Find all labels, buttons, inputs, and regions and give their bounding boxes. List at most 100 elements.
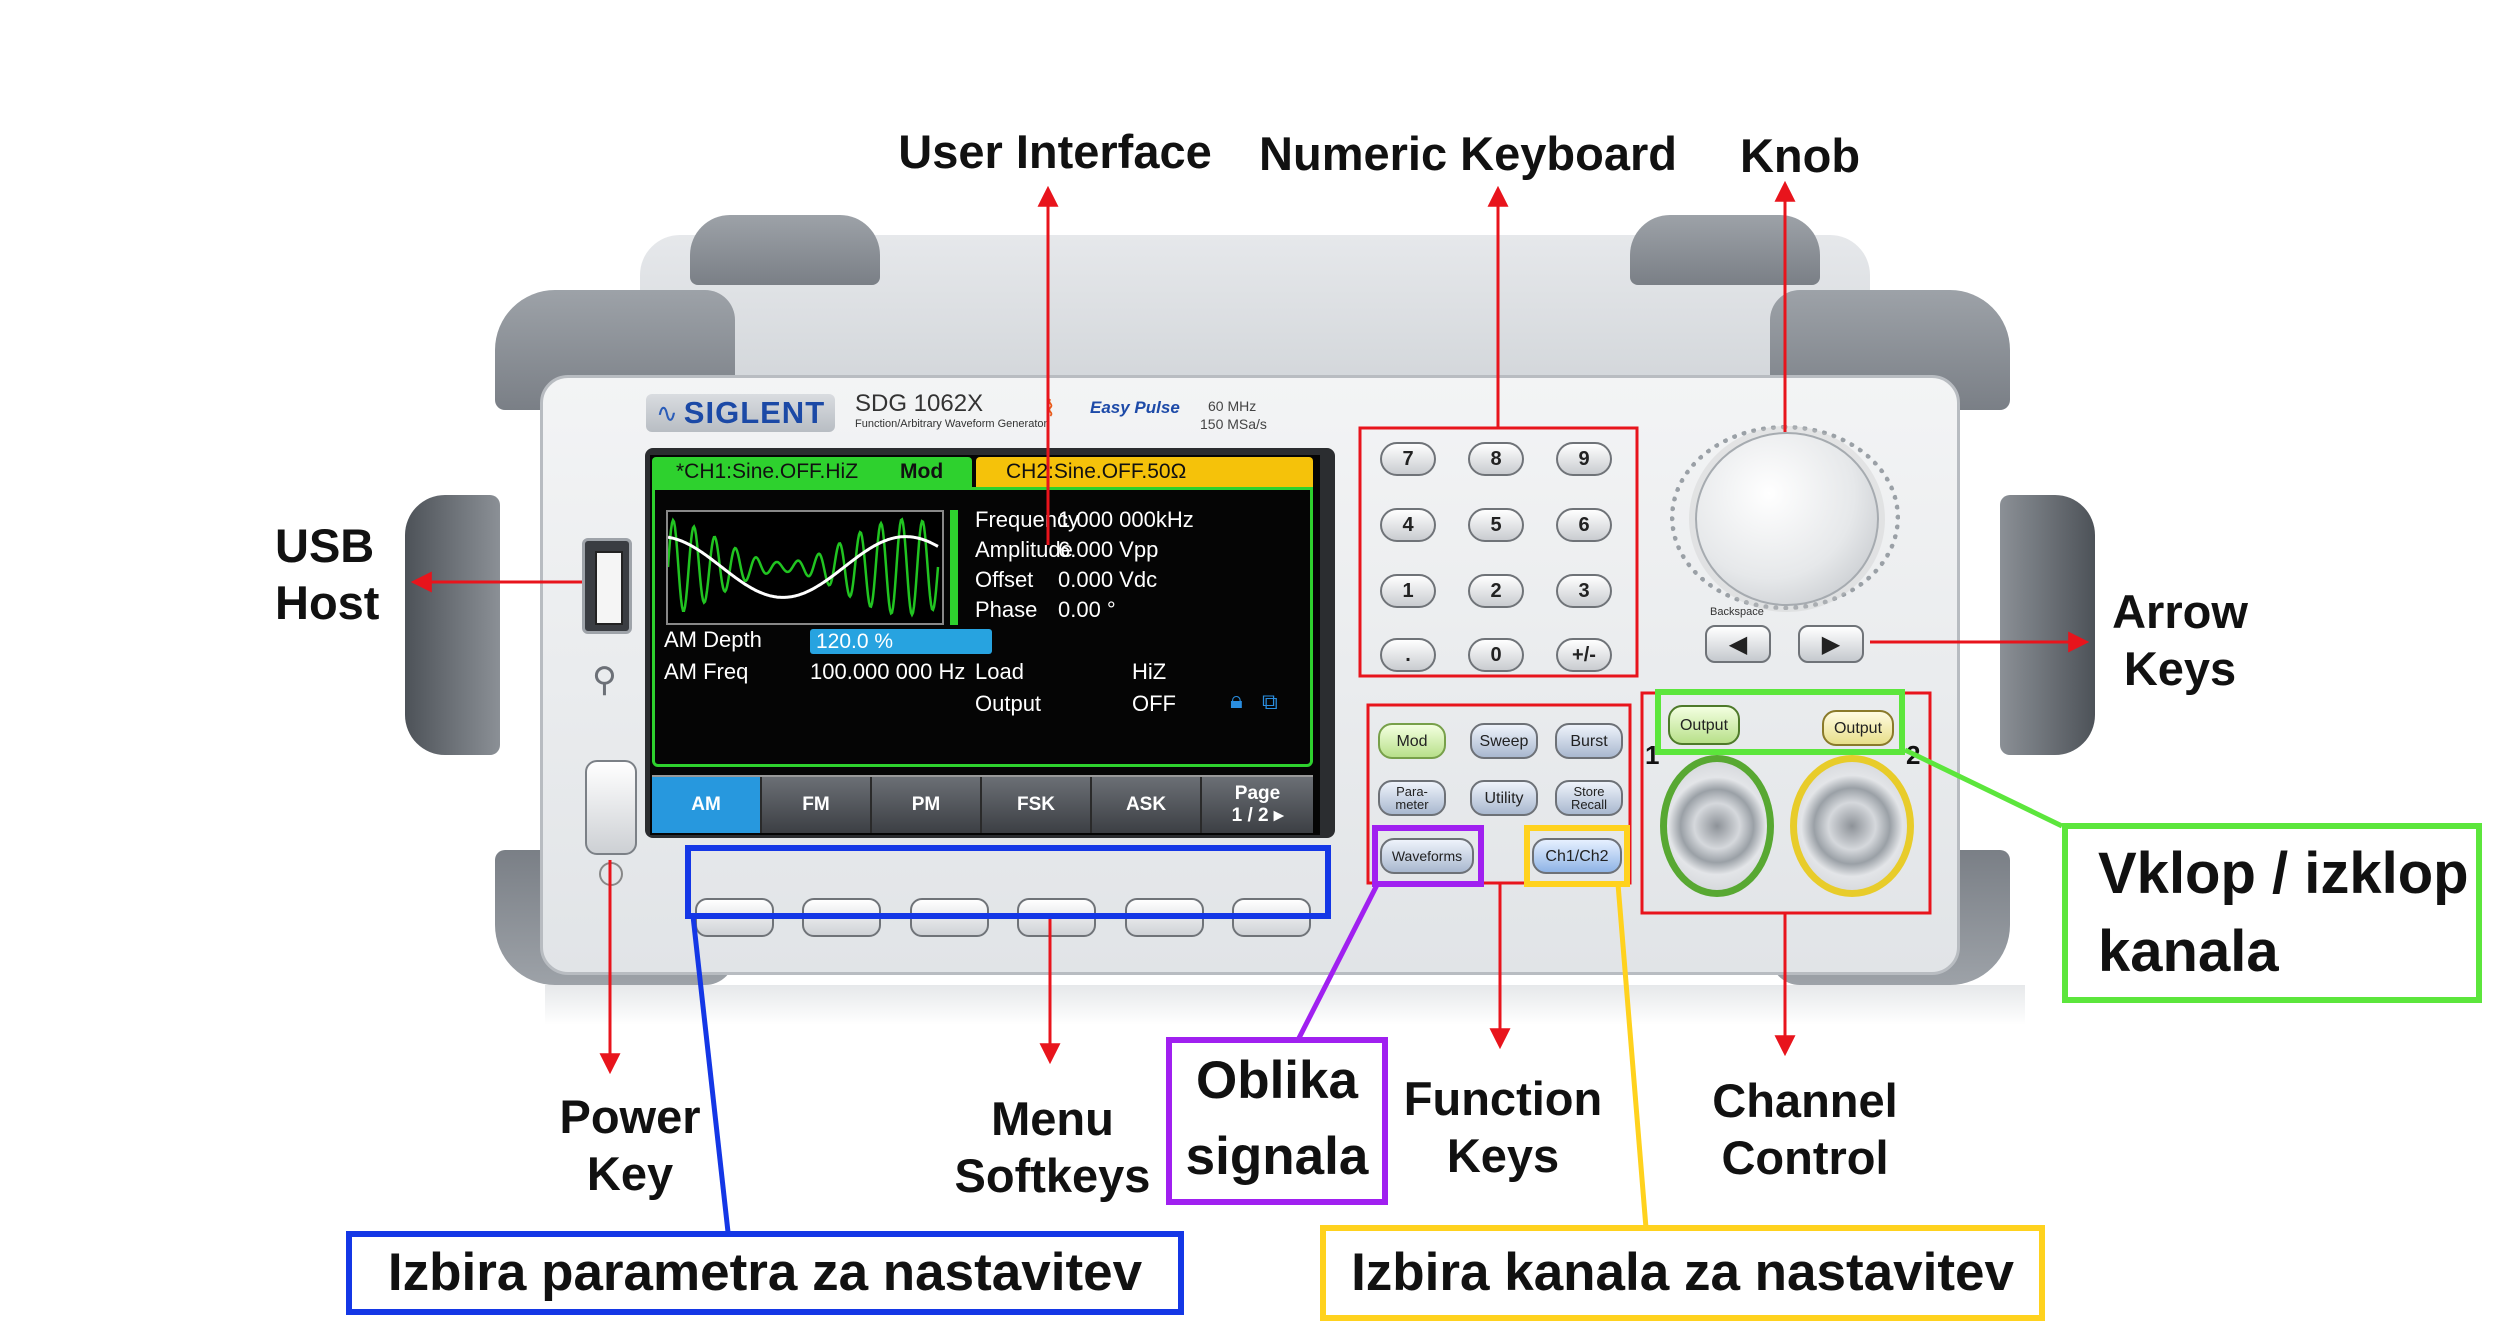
usb-host-line2: Host bbox=[275, 576, 380, 629]
load-value: HiZ bbox=[1132, 659, 1167, 684]
lock-icon: 🔒︎ bbox=[1230, 687, 1243, 714]
menu-fsk-label: FSK bbox=[1017, 794, 1055, 815]
ch1-bnc-connector[interactable] bbox=[1660, 755, 1774, 897]
output-label: Output bbox=[975, 691, 1042, 716]
channel-control-callout: Channel Control bbox=[1705, 1072, 1905, 1186]
key-7[interactable]: 7 bbox=[1380, 442, 1436, 476]
usb-port-slot bbox=[595, 551, 623, 625]
numeric-keyboard-callout: Numeric Keyboard bbox=[1259, 127, 1677, 180]
page-next-arrow-icon: ▸ bbox=[1273, 805, 1284, 826]
arrow-right-key[interactable]: ▶ bbox=[1798, 625, 1864, 663]
menu-page[interactable]: Page 1 / 2 ▸ bbox=[1202, 777, 1313, 833]
parameter-leader-line bbox=[690, 915, 731, 1233]
parameter-key[interactable]: Para- meter bbox=[1378, 780, 1446, 816]
function-keys-highlight bbox=[1366, 703, 1632, 885]
key-6[interactable]: 6 bbox=[1556, 508, 1612, 542]
menu-ask[interactable]: ASK bbox=[1092, 777, 1202, 833]
key-0[interactable]: 0 bbox=[1468, 638, 1524, 672]
channel-control-line2: Control bbox=[1721, 1131, 1889, 1184]
function-keys-callout: Function Keys bbox=[1398, 1070, 1608, 1184]
power-key-line2: Key bbox=[586, 1147, 674, 1200]
menu-softkeys-callout: Menu Softkeys bbox=[950, 1090, 1155, 1204]
am-depth-label[interactable]: AM Depth bbox=[664, 627, 762, 652]
key-9[interactable]: 9 bbox=[1556, 442, 1612, 476]
key-1[interactable]: 1 bbox=[1380, 574, 1436, 608]
ch1-ch2-key[interactable]: Ch1/Ch2 bbox=[1532, 838, 1622, 874]
menu-am[interactable]: AM bbox=[652, 777, 762, 833]
ch2-tab-label: CH2:Sine.OFF.50Ω bbox=[1006, 460, 1187, 483]
numeric-keypad: 7 8 9 4 5 6 1 2 3 . 0 +/- bbox=[1360, 428, 1635, 676]
channel-select-leader-line bbox=[1615, 883, 1649, 1229]
menu-fsk[interactable]: FSK bbox=[982, 777, 1092, 833]
power-button[interactable] bbox=[585, 760, 637, 855]
usb-host-port[interactable] bbox=[582, 538, 632, 634]
menu-pm[interactable]: PM bbox=[872, 777, 982, 833]
network-icon: ⧉ bbox=[1262, 689, 1278, 714]
siglent-wave-icon: ∿ bbox=[656, 397, 678, 428]
knob-callout: Knob bbox=[1739, 129, 1861, 182]
sweep-key[interactable]: Sweep bbox=[1470, 723, 1538, 759]
menu-page-value: 1 / 2 bbox=[1231, 805, 1269, 826]
model-name: SDG 1062X bbox=[855, 390, 984, 417]
channel-toggle-label: Vklop / izklop kanala bbox=[2062, 823, 2482, 1003]
key-8[interactable]: 8 bbox=[1468, 442, 1524, 476]
output-leader-line bbox=[1903, 747, 2064, 829]
output1-key[interactable]: Output bbox=[1668, 705, 1740, 745]
menu-fm-label: FM bbox=[802, 794, 830, 815]
load-label: Load bbox=[975, 659, 1024, 684]
waveform-shape-label: Oblika signala bbox=[1166, 1037, 1388, 1205]
am-freq-label[interactable]: AM Freq bbox=[664, 659, 749, 684]
display-screen: *CH1:Sine.OFF.HiZ Mod CH2:Sine.OFF.50Ω F… bbox=[650, 455, 1320, 835]
param-frequency-label[interactable]: Frequency bbox=[975, 507, 1079, 532]
store-recall-key[interactable]: Store Recall bbox=[1555, 780, 1623, 816]
menu-fm[interactable]: FM bbox=[762, 777, 872, 833]
channel-control-line1: Channel bbox=[1712, 1074, 1898, 1127]
output-keys-highlight bbox=[1655, 689, 1905, 755]
am-freq-value[interactable]: 100.000 000 Hz bbox=[810, 659, 966, 684]
waveform-leader-line bbox=[1295, 881, 1381, 1042]
waveform-preview bbox=[666, 510, 944, 625]
bumper-top-right-inner bbox=[1630, 215, 1820, 285]
burst-key[interactable]: Burst bbox=[1555, 723, 1623, 759]
parameter-selection-label: Izbira parametra za nastavitev bbox=[346, 1231, 1184, 1315]
param-phase-value[interactable]: 0.00 ° bbox=[1058, 597, 1116, 622]
ch1-tab[interactable]: *CH1:Sine.OFF.HiZ Mod bbox=[652, 457, 972, 487]
param-offset-value[interactable]: 0.000 Vdc bbox=[1058, 567, 1158, 592]
arrow-keys-callout: Arrow Keys bbox=[2100, 583, 2260, 697]
key-2[interactable]: 2 bbox=[1468, 574, 1524, 608]
power-key-callout: Power Key bbox=[545, 1088, 715, 1202]
key-4[interactable]: 4 bbox=[1380, 508, 1436, 542]
mod-key[interactable]: Mod bbox=[1378, 723, 1446, 759]
utility-key[interactable]: Utility bbox=[1470, 780, 1538, 816]
param-phase-label[interactable]: Phase bbox=[975, 597, 1038, 622]
waveforms-key-highlight bbox=[1372, 825, 1484, 887]
brand-strip: ∿ SIGLENT SDG 1062X Function/Arbitrary W… bbox=[640, 390, 1280, 440]
backspace-label: Backspace bbox=[1710, 606, 1764, 618]
param-offset-label[interactable]: Offset bbox=[975, 567, 1034, 592]
am-depth-field[interactable]: 120.0 % bbox=[810, 629, 992, 654]
softkey-menu-bar: AM FM PM FSK ASK Page 1 / 2 ▸ bbox=[652, 775, 1313, 833]
key-dot[interactable]: . bbox=[1380, 638, 1436, 672]
am-depth-value: 120.0 % bbox=[816, 630, 894, 653]
knob[interactable] bbox=[1695, 432, 1879, 606]
key-plus-minus[interactable]: +/- bbox=[1556, 638, 1612, 672]
ch1-tab-label: *CH1:Sine.OFF.HiZ bbox=[676, 460, 859, 483]
ch1-ch2-key-highlight bbox=[1524, 825, 1630, 887]
output2-key[interactable]: Output bbox=[1822, 710, 1894, 746]
param-amplitude-value[interactable]: 6.000 Vpp bbox=[1058, 537, 1159, 562]
param-amplitude-label[interactable]: Amplitude bbox=[975, 537, 1073, 562]
brand-name: SIGLENT bbox=[683, 395, 826, 430]
parameter-key-label: Para- meter bbox=[1395, 784, 1429, 812]
key-3[interactable]: 3 bbox=[1556, 574, 1612, 608]
left-handle bbox=[405, 495, 500, 755]
arrow-left-key[interactable]: ◀ bbox=[1705, 625, 1771, 663]
key-5[interactable]: 5 bbox=[1468, 508, 1524, 542]
menu-softkeys-line2: Softkeys bbox=[954, 1149, 1151, 1202]
ch2-bnc-connector[interactable] bbox=[1790, 755, 1914, 897]
param-frequency-value[interactable]: 1.000 000kHz bbox=[1058, 507, 1194, 532]
waveforms-key[interactable]: Waveforms bbox=[1380, 838, 1474, 874]
arrow-keys-line1: Arrow bbox=[2112, 585, 2248, 638]
ch2-tab[interactable]: CH2:Sine.OFF.50Ω bbox=[976, 457, 1313, 487]
function-keys-line2: Keys bbox=[1446, 1129, 1560, 1182]
